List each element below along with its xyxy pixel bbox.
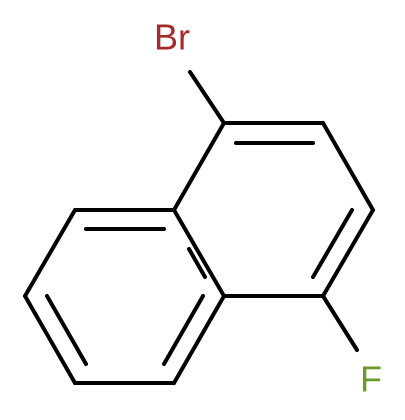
atom-labels: Br F bbox=[154, 17, 382, 400]
bond-br-c1 bbox=[188, 70, 226, 125]
bond-c4-f bbox=[321, 294, 359, 352]
bond-c3-c4-inner bbox=[311, 208, 354, 279]
bond-c3-c4 bbox=[321, 208, 375, 298]
bromine-label: Br bbox=[154, 17, 190, 58]
bonds bbox=[23, 70, 375, 385]
bond-c7-c6-inner bbox=[45, 294, 88, 366]
bond-c8-c7 bbox=[23, 208, 77, 298]
bond-c4a-c8a bbox=[172, 208, 226, 298]
bond-c7-c6 bbox=[23, 294, 77, 385]
bond-c5-c4a-inner bbox=[162, 294, 205, 366]
bond-c8a-c1 bbox=[172, 121, 226, 212]
bond-c5-c4a bbox=[172, 294, 226, 385]
bond-c2-c3 bbox=[321, 121, 375, 212]
fluorine-label: F bbox=[360, 359, 382, 400]
bond-c4a-c8a-inner bbox=[187, 247, 207, 279]
